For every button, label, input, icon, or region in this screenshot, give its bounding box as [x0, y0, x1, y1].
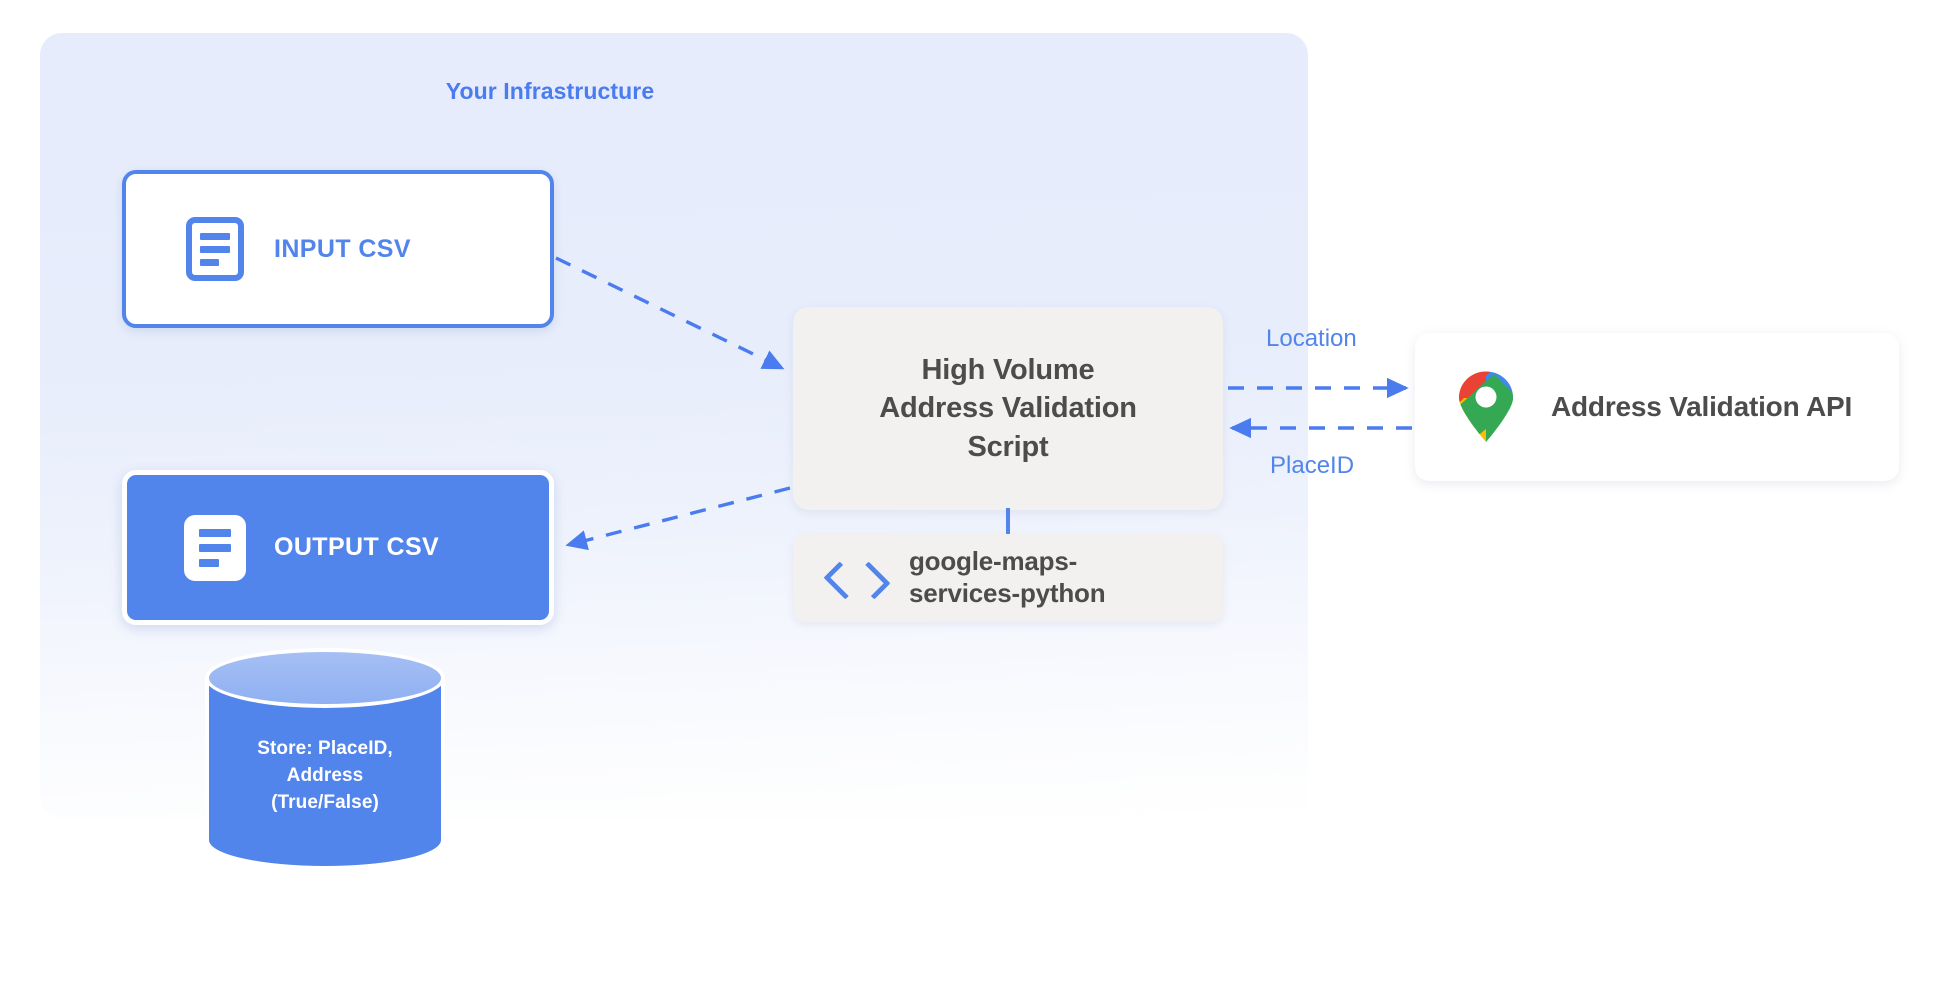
node-address-validation-api[interactable]: Address Validation API [1415, 333, 1899, 481]
your-infrastructure-title: Your Infrastructure [445, 78, 655, 104]
document-icon [184, 514, 246, 581]
datastore-cylinder-top [205, 648, 445, 708]
script-line-2: Address Validation [879, 392, 1137, 425]
node-input-csv-label: INPUT CSV [274, 234, 411, 263]
node-output-csv[interactable]: OUTPUT CSV [122, 470, 554, 625]
script-library-connector-line [1006, 508, 1010, 540]
datastore-line-1: Store: PlaceID, [257, 738, 393, 759]
library-line-1: google-maps- [909, 546, 1078, 577]
node-input-csv[interactable]: INPUT CSV [122, 170, 554, 328]
library-line-2: services-python [909, 578, 1106, 608]
google-maps-pin-icon [1459, 371, 1513, 442]
node-validation-script-label: High Volume Address Validation Script [879, 351, 1137, 466]
node-datastore[interactable]: Store: PlaceID, Address (True/False) [205, 648, 445, 870]
code-brackets-icon [823, 561, 891, 600]
script-line-3: Script [967, 430, 1049, 463]
edge-label-location: Location [1266, 325, 1357, 352]
node-library-label: google-maps- services-python [909, 546, 1106, 609]
document-icon [186, 217, 244, 281]
datastore-line-3: (True/False) [271, 791, 379, 813]
node-validation-script[interactable]: High Volume Address Validation Script [793, 307, 1223, 510]
node-google-maps-services-python[interactable]: google-maps- services-python [793, 534, 1223, 622]
edge-label-placeid: PlaceID [1270, 452, 1355, 479]
datastore-line-2: Address [286, 764, 364, 786]
script-line-1: High Volume [921, 354, 1095, 387]
node-address-validation-api-label: Address Validation API [1551, 391, 1853, 422]
node-datastore-label: Store: PlaceID, Address (True/False) [205, 736, 445, 817]
node-output-csv-label: OUTPUT CSV [274, 533, 440, 561]
